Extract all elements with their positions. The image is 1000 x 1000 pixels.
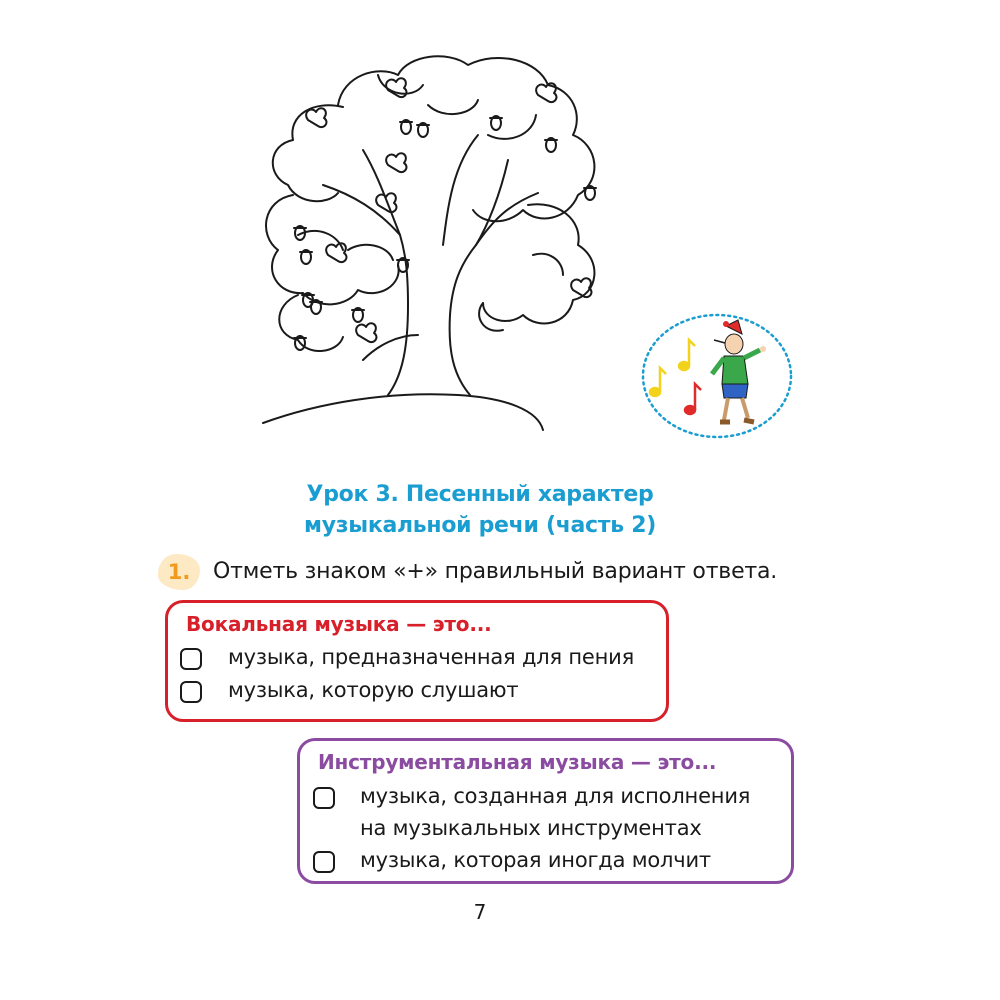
crown-top	[337, 55, 596, 223]
trunk	[387, 234, 477, 396]
oak-leaves	[305, 77, 593, 343]
vocal-music-heading: Вокальная музыка — это...	[186, 612, 492, 636]
crown-right	[482, 203, 596, 325]
instrumental-option-1-checkbox[interactable]	[313, 787, 335, 809]
lesson-title-line-2: музыкальной речи (часть 2)	[304, 513, 656, 538]
vocal-option-1-label: музыка, предназначенная для пения	[228, 645, 635, 669]
vocal-option-2-label: музыка, которую слушают	[228, 678, 519, 702]
vocal-option-1-checkbox[interactable]	[180, 648, 202, 670]
crown-left-top	[271, 104, 344, 203]
instrumental-music-box	[297, 738, 794, 884]
vocal-option-2-checkbox[interactable]	[180, 681, 202, 703]
vocal-music-box	[165, 600, 669, 722]
instrumental-option-1-label-line-1: музыка, созданная для исполнения	[360, 784, 751, 808]
acorns	[293, 115, 597, 351]
instrumental-option-1-label-line-2: на музыкальных инструментах	[360, 816, 702, 840]
lesson-title-line-1: Урок 3. Песенный характер	[306, 482, 654, 507]
music-note-icon	[648, 364, 667, 398]
page-number: 7	[473, 900, 487, 924]
pinocchio-mascot-illustration	[641, 313, 793, 439]
pinocchio-figure	[710, 319, 766, 425]
instrumental-music-heading: Инструментальная музыка — это...	[318, 750, 717, 774]
dotted-ring	[641, 313, 793, 439]
music-note-icon	[683, 380, 702, 416]
ground-line	[262, 393, 544, 431]
instrumental-option-2-checkbox[interactable]	[313, 851, 335, 873]
task-number-badge: 1.	[158, 554, 200, 590]
crown-left	[265, 194, 400, 306]
instrumental-option-2-label: музыка, которая иногда молчит	[360, 848, 711, 872]
crown-left-low	[278, 294, 344, 353]
task-number: 1.	[167, 560, 191, 584]
music-note-icon	[677, 336, 696, 372]
task-instruction: Отметь знаком «+» правильный вариант отв…	[213, 559, 778, 584]
oak-tree-illustration	[262, 55, 597, 431]
